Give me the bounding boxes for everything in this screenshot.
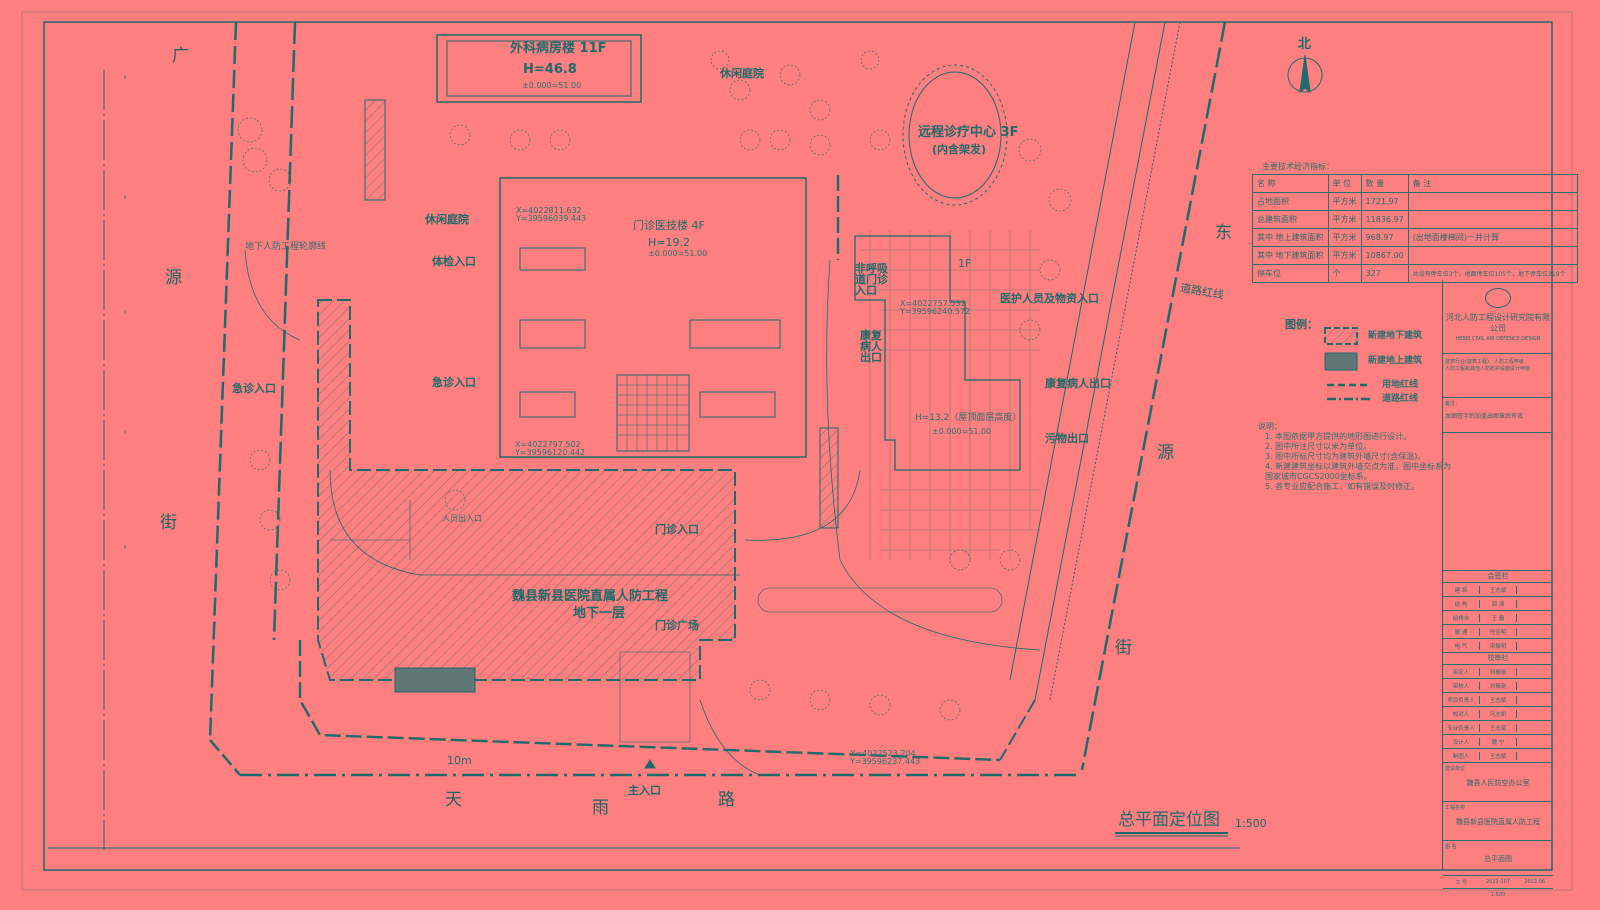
signature-row: 专业负责人王志斌 xyxy=(1443,721,1553,735)
signature-row: 设计人魏 宁 xyxy=(1443,735,1553,749)
signature-row: 制图人王志斌 xyxy=(1443,749,1553,763)
signer-role: 项目负责人 xyxy=(1443,695,1480,704)
signature-row: 审核人刘振锐 xyxy=(1443,679,1553,693)
road-red-line-west xyxy=(208,21,238,741)
outpatient-building-name: 门诊医技楼 4F xyxy=(633,219,705,232)
drawing-scale: 1:500 xyxy=(1235,817,1267,830)
road-name-south-3: 路 xyxy=(718,790,735,810)
sign-rows: 建 筑王志斌结 构郭 涛给排水王 磊暖 通任佳明电 气宋振明 xyxy=(1443,583,1553,653)
review-rows: 审定人刘振锐审核人刘振锐项目负责人王志斌校对人冯志凯专业负责人王志斌设计人魏 宁… xyxy=(1443,665,1553,763)
title-block: 河北人防工程设计研究院有限公司 HEBEI CIVIL AIR DEFENCE … xyxy=(1442,280,1553,898)
telemedicine-building xyxy=(908,71,1002,199)
above-ground-building xyxy=(394,667,476,693)
signature-row: 校对人冯志凯 xyxy=(1443,707,1553,721)
outpatient-building-outline xyxy=(499,177,807,458)
tech-table-caption: 主要技术经济指标： xyxy=(1262,162,1334,171)
signer-name: 王 磊 xyxy=(1480,613,1517,622)
road-name-south-2: 雨 xyxy=(592,798,609,818)
signature-row: 建 筑王志斌 xyxy=(1443,583,1553,597)
signature-row: 电 气宋振明 xyxy=(1443,639,1553,653)
signer-name: 王志斌 xyxy=(1480,723,1517,732)
road-name-east-2: 源 xyxy=(1157,443,1174,463)
company-block: 河北人防工程设计研究院有限公司 HEBEI CIVIL AIR DEFENCE … xyxy=(1443,280,1553,354)
legend-title: 图例： xyxy=(1285,318,1318,331)
signer-role: 设计人 xyxy=(1443,737,1480,746)
signer-role: 审定人 xyxy=(1443,667,1480,676)
signature-row: 给排水王 磊 xyxy=(1443,611,1553,625)
signature-row: 审定人刘振锐 xyxy=(1443,665,1553,679)
signer-name: 刘振锐 xyxy=(1480,681,1517,690)
signer-role: 结 构 xyxy=(1443,599,1480,608)
drawing-title: 总平面定位图 xyxy=(1118,810,1220,830)
signature-row: 暖 通任佳明 xyxy=(1443,625,1553,639)
client-name: 魏县人民防空办公室 xyxy=(1466,779,1530,787)
signer-name: 王志斌 xyxy=(1480,751,1517,760)
signer-role: 校对人 xyxy=(1443,709,1480,718)
telemedicine-building-name: 远程诊疗中心 3F xyxy=(918,125,1019,140)
signature-row: 结 构郭 涛 xyxy=(1443,597,1553,611)
project-name: 魏县新县医院直属人防工程 xyxy=(1456,818,1540,826)
company-logo-icon xyxy=(1485,288,1511,308)
legend-item-underground: 新建地下建筑 xyxy=(1368,331,1423,341)
site-red-line-west xyxy=(272,21,297,641)
drawing-frame xyxy=(43,21,1553,871)
legend-item-aboveground: 新建地上建筑 xyxy=(1368,356,1423,366)
signer-name: 王志斌 xyxy=(1480,695,1517,704)
legend-swatch-aboveground xyxy=(1324,352,1358,371)
surgical-building-name: 外科病房楼 11F xyxy=(510,41,607,56)
signer-name: 任佳明 xyxy=(1480,627,1517,636)
signer-role: 电 气 xyxy=(1443,641,1480,650)
road-name-west-2: 源 xyxy=(165,268,182,288)
signer-name: 冯志凯 xyxy=(1480,709,1517,718)
legend-item-site-line: 用地红线 xyxy=(1382,380,1419,390)
surgical-building-height: H=46.8 xyxy=(523,62,577,77)
north-label: 北 xyxy=(1298,37,1312,52)
main-entrance-label: 主入口 xyxy=(628,784,661,797)
legend-swatch-underground xyxy=(1324,327,1358,345)
signer-role: 审核人 xyxy=(1443,681,1480,690)
signer-name: 王志斌 xyxy=(1480,585,1517,594)
signer-role: 建 筑 xyxy=(1443,585,1480,594)
civil-defense-name: 魏县新县医院直属人防工程 xyxy=(512,589,669,604)
road-name-west-3: 街 xyxy=(160,513,177,533)
signer-name: 宋振明 xyxy=(1480,641,1517,650)
signer-role: 暖 通 xyxy=(1443,627,1480,636)
signature-row: 项目负责人王志斌 xyxy=(1443,693,1553,707)
notes-title: 说明： xyxy=(1258,422,1282,431)
signer-role: 制图人 xyxy=(1443,751,1480,760)
signer-name: 魏 宁 xyxy=(1480,737,1517,746)
signer-name: 郭 涛 xyxy=(1480,599,1517,608)
road-name-east-1: 东 xyxy=(1215,223,1232,243)
road-width-label: 10m xyxy=(447,754,472,767)
legend-item-road-line: 道路红线 xyxy=(1382,394,1419,404)
signer-role: 专业负责人 xyxy=(1443,723,1480,732)
signer-name: 刘振锐 xyxy=(1480,667,1517,676)
road-name-south-1: 天 xyxy=(445,790,462,810)
road-name-east-3: 街 xyxy=(1115,638,1132,658)
drawing-name: 总平面图 xyxy=(1484,855,1512,863)
road-name-west-1: 广 xyxy=(172,46,189,66)
signer-role: 给排水 xyxy=(1443,613,1480,622)
underground-structure-hatch xyxy=(317,299,736,681)
road-red-line-east xyxy=(1080,21,1227,771)
